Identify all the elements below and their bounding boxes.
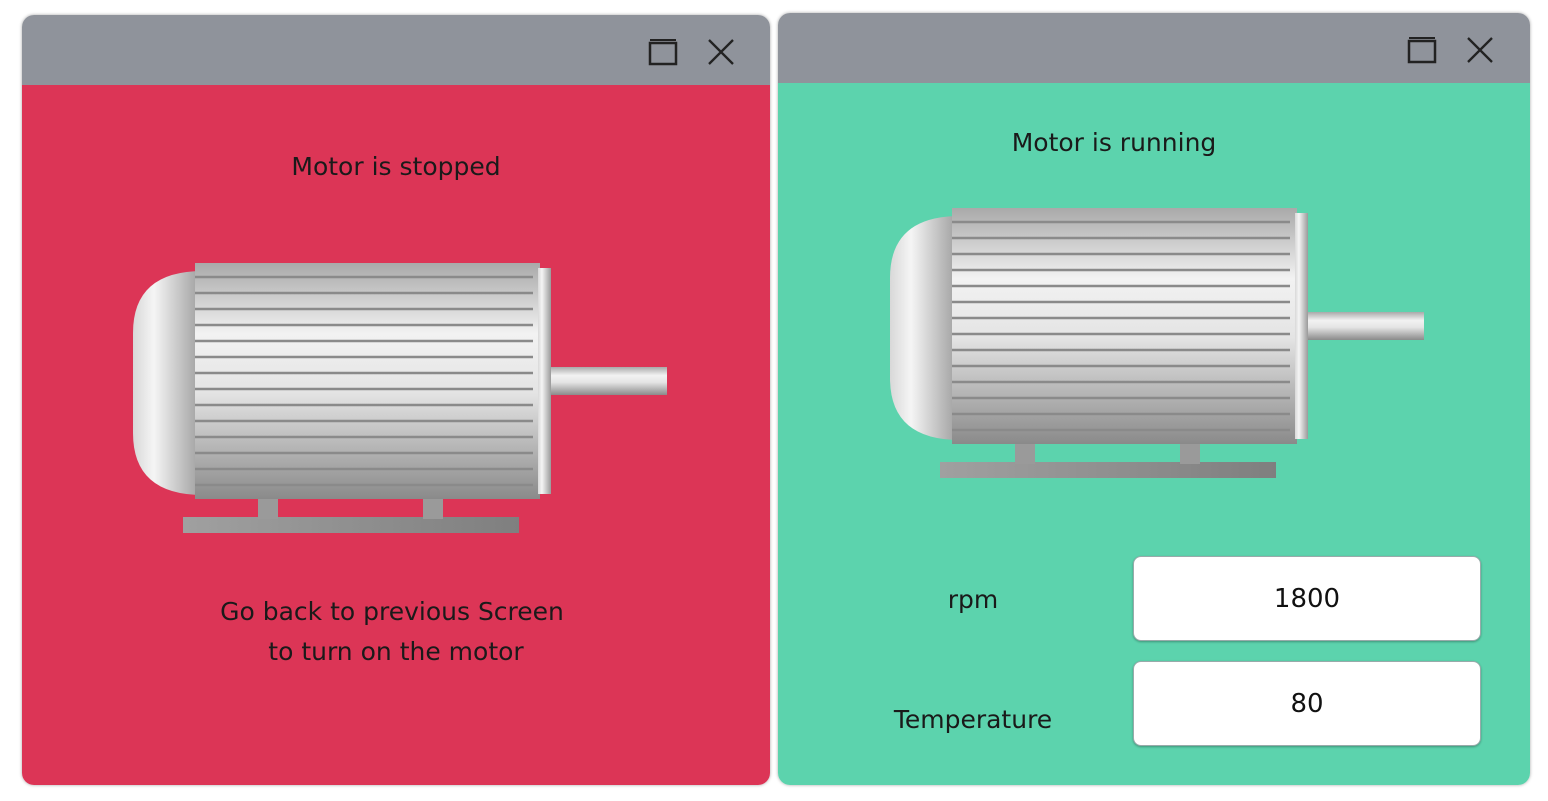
maximize-button[interactable] [1407, 35, 1437, 65]
maximize-button[interactable] [648, 37, 678, 67]
close-button[interactable] [1465, 35, 1495, 65]
title-bar [778, 13, 1530, 83]
instruction-line-1: Go back to previous Screen [220, 597, 564, 626]
temperature-label: Temperature [893, 705, 1053, 734]
maximize-icon [648, 39, 678, 66]
temperature-field[interactable]: 80 [1133, 661, 1481, 746]
window-body: Motor is stopped Go back to previous Scr… [22, 85, 770, 785]
close-icon [708, 39, 734, 65]
motor-stopped-window: Motor is stopped Go back to previous Scr… [22, 15, 770, 785]
motor-image [133, 263, 669, 535]
rpm-field[interactable]: 1800 [1133, 556, 1481, 641]
window-body: Motor is running rpm 1800 Temperature 80 [778, 83, 1530, 785]
close-button[interactable] [706, 37, 736, 67]
motor-running-window: Motor is running rpm 1800 Temperature 80 [778, 13, 1530, 785]
motor-status-text: Motor is stopped [291, 152, 501, 181]
instruction-line-2: to turn on the motor [268, 637, 524, 666]
title-bar [22, 15, 770, 85]
motor-status-text: Motor is running [1011, 128, 1217, 157]
motor-image [890, 208, 1426, 480]
close-icon [1467, 37, 1493, 63]
maximize-icon [1407, 37, 1437, 64]
rpm-label: rpm [947, 585, 999, 614]
